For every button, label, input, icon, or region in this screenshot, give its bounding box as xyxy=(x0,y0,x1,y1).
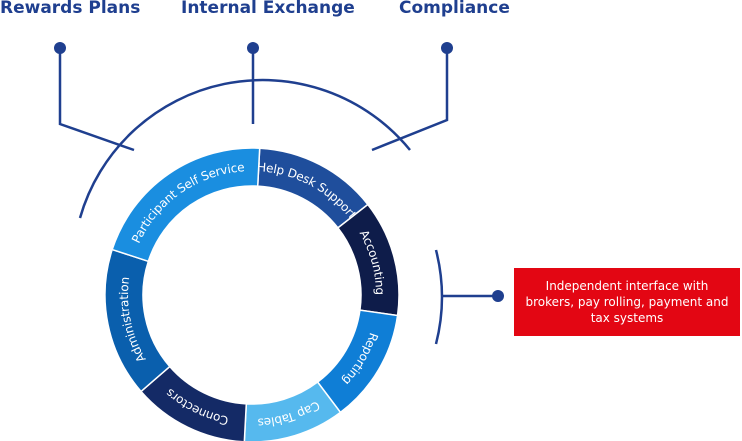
label-rewards-plans: Rewards Plans xyxy=(0,0,141,18)
label-compliance: Compliance xyxy=(399,0,510,18)
ring-segment-6 xyxy=(111,147,261,263)
dot-callout xyxy=(492,290,504,302)
dot-compliance xyxy=(441,42,453,54)
service-ring: Help Desk SupportAccountingReportingCap … xyxy=(104,147,400,441)
callout-box: Independent interface with brokers, pay … xyxy=(514,268,740,336)
connector-compliance xyxy=(371,48,449,152)
connector-rewards xyxy=(58,48,135,152)
label-internal-exchange: Internal Exchange xyxy=(181,0,355,18)
dot-rewards xyxy=(54,42,66,54)
dot-exchange xyxy=(247,42,259,54)
ring-segment-5 xyxy=(104,248,171,393)
outer-arc-top xyxy=(78,78,411,219)
connector-lines xyxy=(54,42,504,345)
callout-text: Independent interface with brokers, pay … xyxy=(525,279,729,325)
ring-segment-3 xyxy=(243,381,342,441)
outer-arc-right xyxy=(434,249,444,345)
